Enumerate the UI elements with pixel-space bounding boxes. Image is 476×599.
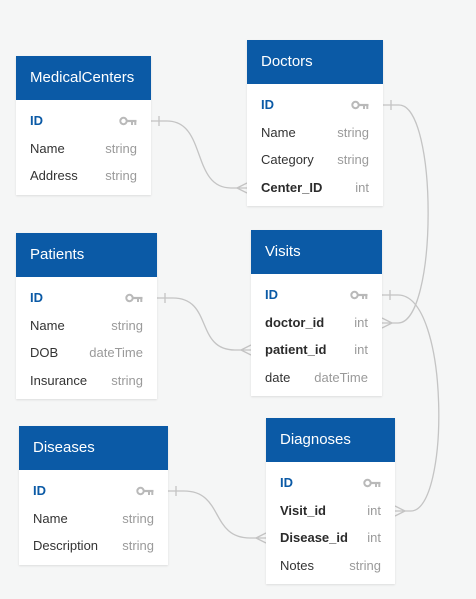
entity-title[interactable]: MedicalCenters [16, 56, 151, 100]
field-type: dateTime [89, 345, 143, 360]
field-name: ID [30, 290, 43, 305]
field-type: string [111, 317, 143, 333]
field-name: Visit_id [280, 502, 327, 518]
many-marker [255, 532, 267, 544]
field-name: Center_ID [261, 179, 323, 195]
field-name: Name [30, 317, 65, 333]
key-icon [363, 478, 381, 488]
field-type: string [111, 372, 143, 388]
field-row[interactable]: ID [251, 281, 382, 309]
field-row[interactable]: ID [16, 284, 157, 312]
field-row[interactable]: Visit_id int [266, 497, 395, 525]
entity-title[interactable]: Diseases [19, 426, 168, 470]
field-name: ID [33, 483, 46, 498]
field-name: Disease_id [280, 530, 348, 545]
field-row[interactable]: Insurance string [16, 367, 157, 395]
field-name: Name [261, 124, 296, 140]
field-name: date [265, 369, 291, 385]
many-marker [394, 505, 406, 517]
many-marker [240, 344, 252, 356]
field-row[interactable]: ID [16, 107, 151, 135]
key-icon [136, 486, 154, 496]
relationship-line [157, 297, 251, 351]
field-type: string [337, 124, 369, 140]
field-row[interactable]: ID [266, 469, 395, 497]
field-name: Category [261, 152, 314, 167]
field-name: DOB [30, 345, 59, 360]
field-name: ID [265, 287, 278, 302]
field-type: string [122, 510, 154, 526]
field-type: int [354, 314, 368, 330]
field-name: Insurance [30, 372, 88, 388]
many-marker [381, 317, 393, 329]
field-type: int [355, 179, 369, 195]
field-type: string [105, 168, 137, 183]
field-row[interactable]: Name string [16, 312, 157, 340]
field-row[interactable]: DOB dateTime [16, 339, 157, 367]
field-name: patient_id [265, 342, 327, 357]
field-type: int [367, 530, 381, 545]
field-type: int [354, 342, 368, 357]
key-icon [351, 100, 369, 110]
field-type: string [349, 557, 381, 573]
field-row[interactable]: Category string [247, 146, 383, 174]
field-row[interactable]: Center_ID int [247, 174, 383, 202]
field-name: ID [280, 475, 293, 490]
entity-title[interactable]: Visits [251, 230, 382, 274]
field-row[interactable]: doctor_id int [251, 309, 382, 337]
field-type: string [105, 140, 137, 156]
field-name: ID [261, 97, 274, 112]
field-name: Name [30, 140, 65, 156]
field-type: string [122, 538, 154, 553]
key-icon [119, 116, 137, 126]
relationship-line [151, 120, 247, 189]
field-row[interactable]: date dateTime [251, 364, 382, 392]
field-row[interactable]: Name string [247, 119, 383, 147]
key-icon [125, 293, 143, 303]
relationship-line [382, 104, 429, 324]
field-row[interactable]: Description string [19, 532, 168, 560]
field-row[interactable]: Notes string [266, 552, 395, 580]
field-row[interactable]: ID [19, 477, 168, 505]
field-type: int [367, 502, 381, 518]
field-row[interactable]: Name string [16, 135, 151, 163]
field-name: ID [30, 113, 43, 128]
field-name: Address [30, 168, 78, 183]
field-row[interactable]: patient_id int [251, 336, 382, 364]
entity-title[interactable]: Doctors [247, 40, 383, 84]
field-type: string [337, 152, 369, 167]
entity-title[interactable]: Diagnoses [266, 418, 395, 462]
field-row[interactable]: ID [247, 91, 383, 119]
many-marker [236, 182, 248, 194]
field-row[interactable]: Name string [19, 505, 168, 533]
field-name: Notes [280, 557, 314, 573]
field-name: Description [33, 538, 99, 553]
field-type: dateTime [314, 369, 368, 385]
relationship-line [168, 490, 266, 539]
key-icon [350, 290, 368, 300]
field-name: Name [33, 510, 68, 526]
field-row[interactable]: Address string [16, 162, 151, 190]
entity-title[interactable]: Patients [16, 233, 157, 277]
field-name: doctor_id [265, 314, 325, 330]
field-row[interactable]: Disease_id int [266, 524, 395, 552]
